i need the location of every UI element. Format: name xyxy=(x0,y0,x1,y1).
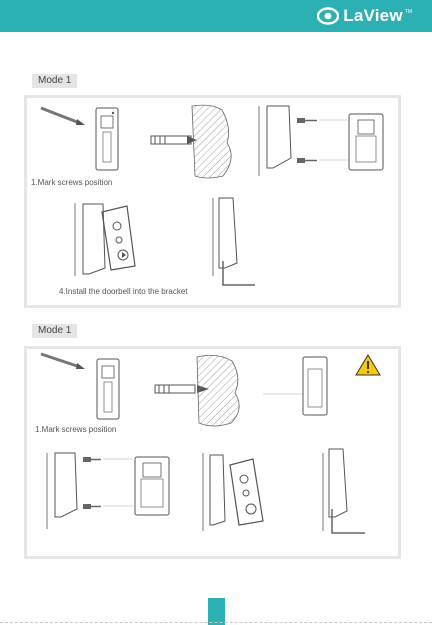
wall-side-doorbell xyxy=(203,453,225,531)
section-label-2: Mode 1 xyxy=(32,324,77,338)
doorbell-device xyxy=(230,459,263,525)
screw-icon xyxy=(83,457,133,509)
brand-tm: TM xyxy=(405,9,412,15)
wall-anchor-icon xyxy=(151,136,197,144)
doorbell-side-view xyxy=(47,453,77,529)
bracket-front-view xyxy=(96,108,118,170)
bracket-back-view xyxy=(349,114,383,170)
instruction-panel-2: 1.Mark screws position xyxy=(24,346,401,559)
wall-section xyxy=(192,105,231,178)
screw-icon xyxy=(297,118,347,163)
caption-mark-screws-2: 1.Mark screws position xyxy=(35,425,116,434)
bracket-back-view xyxy=(135,457,169,515)
panel-1-illustrations xyxy=(27,98,398,305)
wall-section xyxy=(197,355,239,426)
doorbell-side-view xyxy=(259,106,291,176)
caption-install-doorbell: 4.Install the doorbell into the bracket xyxy=(59,287,188,296)
pencil-icon xyxy=(41,354,85,369)
panel-2-illustrations xyxy=(27,349,398,556)
brand-logo: LaView TM xyxy=(317,6,412,26)
warning-icon xyxy=(356,355,380,375)
hex-key-icon xyxy=(332,509,365,533)
doorbell-mounted-side xyxy=(323,449,347,531)
doorbell-mounted-side xyxy=(213,198,237,276)
laview-logo-icon xyxy=(317,7,339,25)
header-bar: LaView TM xyxy=(0,0,432,32)
bracket-on-wall xyxy=(263,357,327,415)
pencil-icon xyxy=(41,108,85,125)
bracket-front-view xyxy=(97,359,119,419)
bottom-divider xyxy=(0,622,432,623)
section-label-1: Mode 1 xyxy=(32,74,77,88)
wall-side-left xyxy=(75,203,105,276)
page-tab-marker xyxy=(208,598,225,625)
caption-mark-screws-1: 1.Mark screws position xyxy=(31,178,112,187)
hex-key-icon xyxy=(223,261,255,285)
brand-name: LaView xyxy=(343,6,402,26)
doorbell-device xyxy=(102,206,135,270)
instruction-panel-1: 1.Mark screws position 4.Install the doo… xyxy=(24,95,401,308)
